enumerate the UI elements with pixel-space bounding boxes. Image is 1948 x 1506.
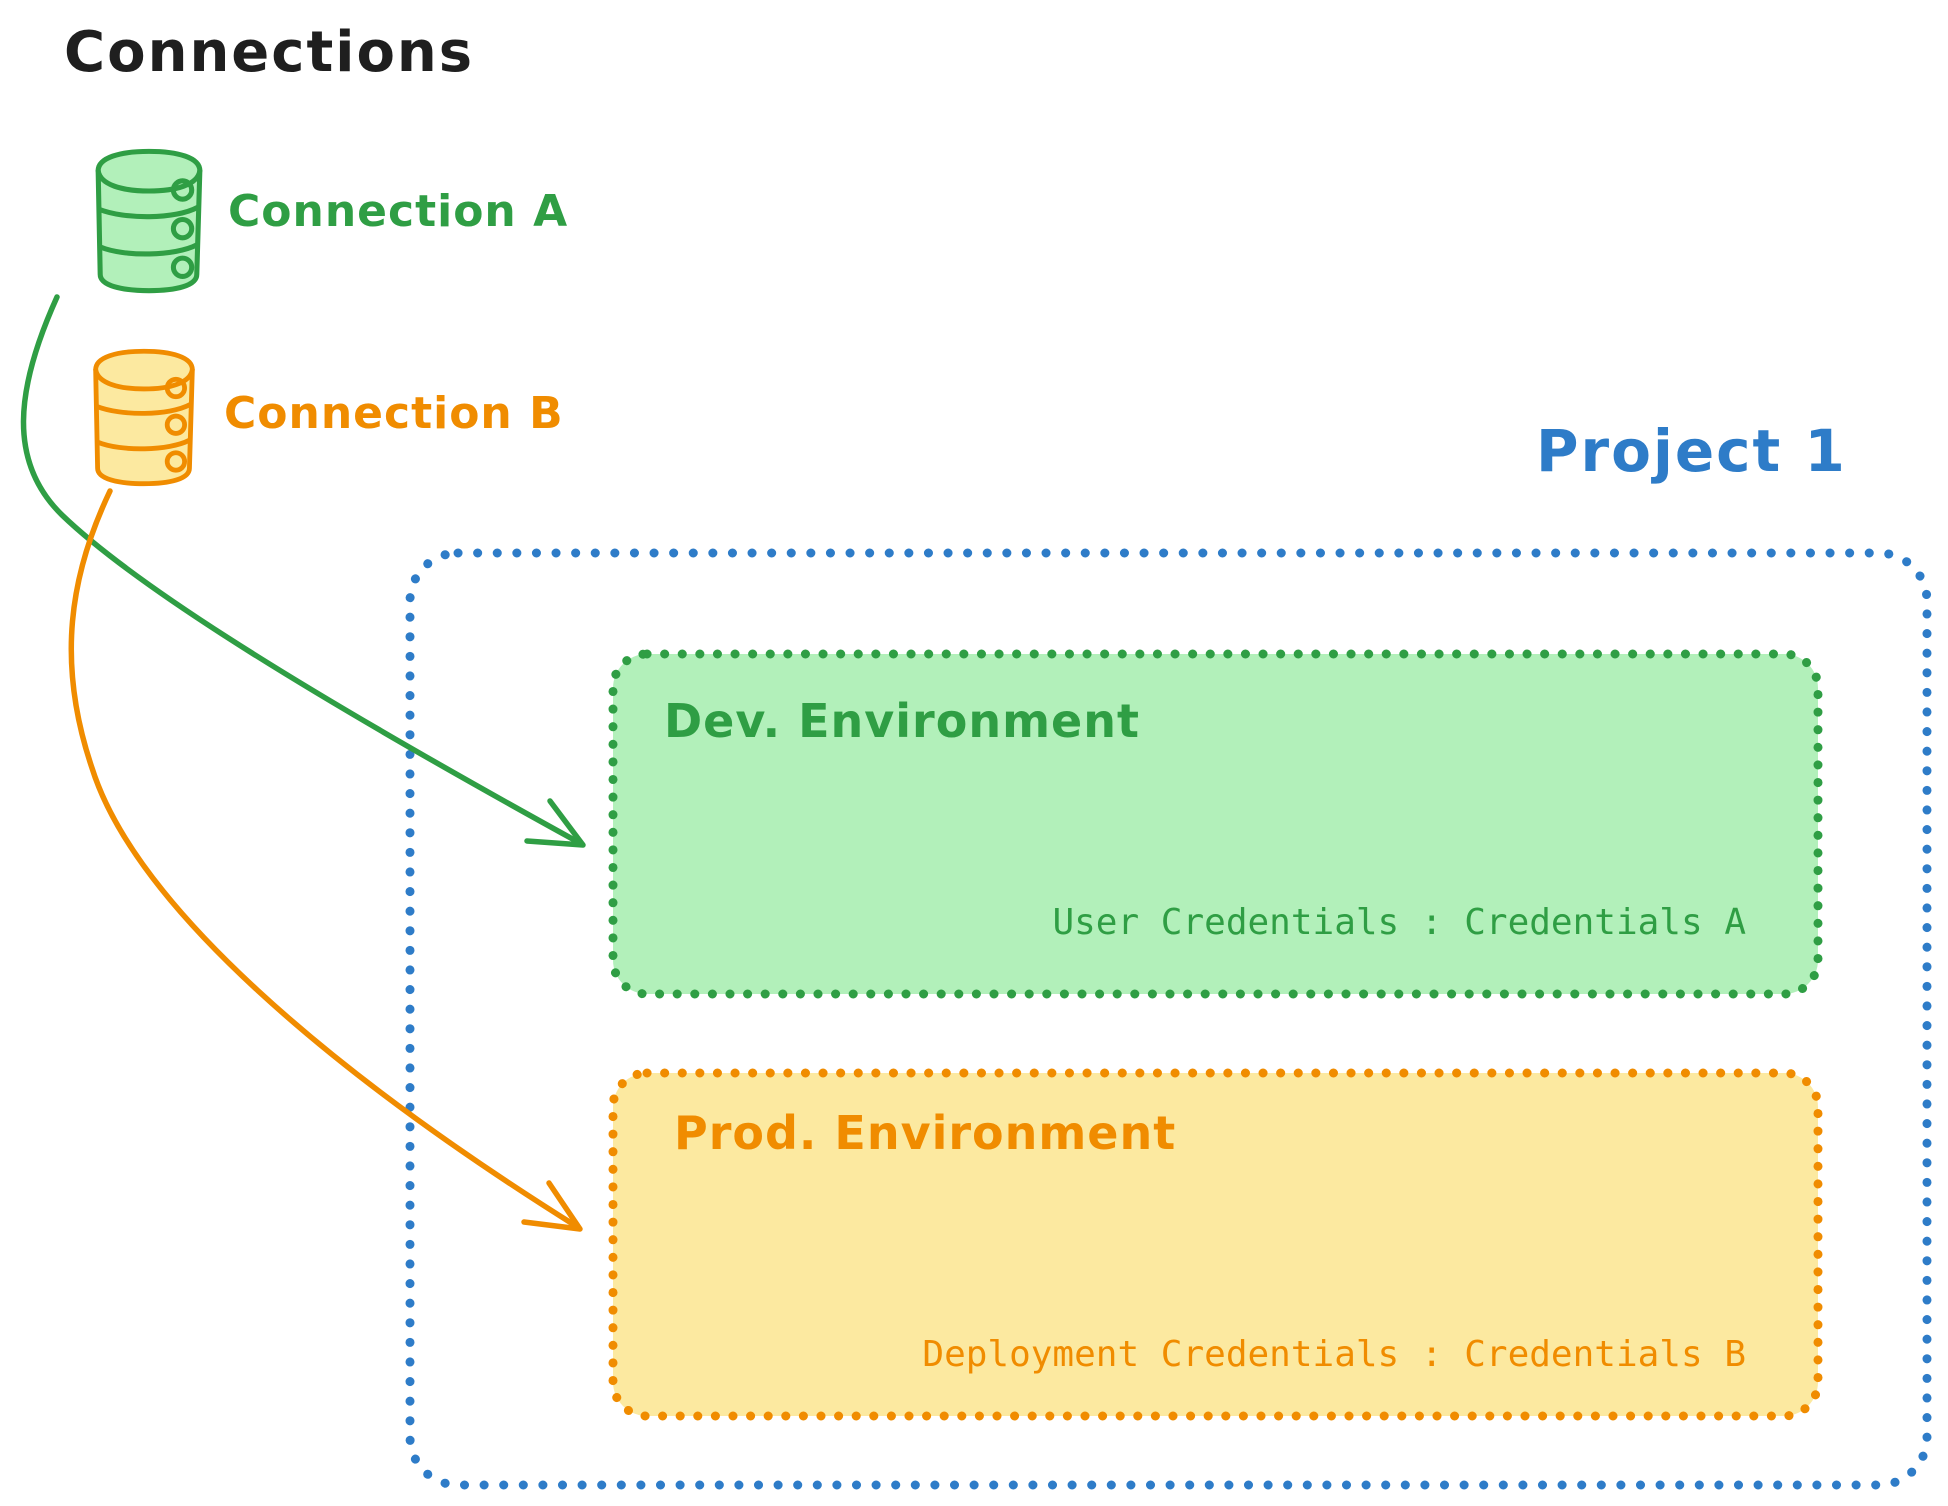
database-icon-connection-b bbox=[93, 348, 195, 487]
connection-b-label: Connection B bbox=[224, 388, 564, 439]
connections-title: Connections bbox=[64, 20, 475, 85]
arrowhead-icon bbox=[524, 798, 586, 848]
database-icon bbox=[93, 348, 195, 487]
prod-environment-box bbox=[608, 1068, 1823, 1421]
database-dot bbox=[164, 450, 188, 473]
database-dot bbox=[164, 376, 188, 400]
arrow-line bbox=[20, 294, 581, 845]
database-top-ellipse bbox=[93, 367, 195, 392]
prod-environment-credentials: Deployment Credentials : Credentials B bbox=[922, 1334, 1746, 1375]
arrow-line bbox=[68, 488, 579, 1229]
database-divider bbox=[94, 402, 193, 416]
arrowhead-icon bbox=[521, 1180, 583, 1232]
arrow-connection-b-to-prod bbox=[68, 488, 583, 1232]
prod-environment-name: Prod. Environment bbox=[674, 1106, 1177, 1160]
database-dot bbox=[170, 255, 195, 279]
project-container-border bbox=[405, 548, 1932, 1490]
database-dot bbox=[170, 216, 195, 241]
dev-environment-box bbox=[608, 649, 1823, 999]
database-divider bbox=[95, 437, 192, 452]
dev-environment-credentials: User Credentials : Credentials A bbox=[1052, 902, 1746, 943]
database-dot bbox=[164, 413, 188, 436]
project-title: Project 1 bbox=[1536, 417, 1847, 485]
database-divider bbox=[97, 242, 200, 257]
connection-a-label: Connection A bbox=[228, 186, 569, 237]
database-icon bbox=[95, 148, 203, 294]
database-dot bbox=[170, 178, 195, 202]
arrow-connection-a-to-dev bbox=[20, 294, 586, 848]
dev-environment-name: Dev. Environment bbox=[664, 694, 1140, 748]
database-divider bbox=[96, 204, 201, 220]
database-icon-connection-a bbox=[95, 148, 203, 294]
database-top-ellipse bbox=[95, 168, 203, 194]
